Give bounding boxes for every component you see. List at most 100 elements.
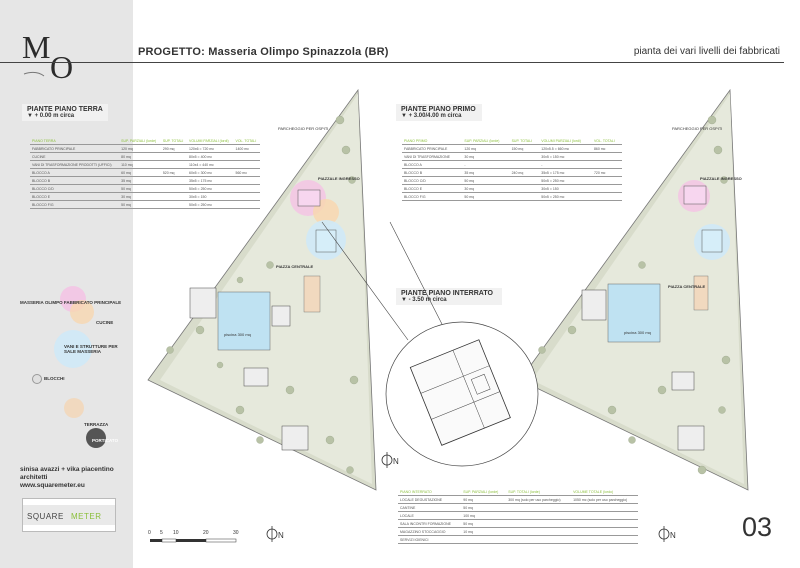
table-cell: 35x5 = 175 mc [187, 176, 234, 185]
table-cell [591, 176, 622, 185]
table-cell: 520 mq [160, 168, 187, 177]
table-cell: 100 mq [461, 511, 507, 520]
sidebar-divider [0, 62, 133, 63]
table-cell [506, 519, 572, 528]
table-cell: 120 mq [119, 144, 161, 153]
table-cell: 1050 mc (solo per uso parcheggio) [571, 495, 638, 504]
first-floor-site-plan [519, 88, 749, 491]
table-cell: 35x5 = 175 mc [539, 168, 592, 177]
table-cell [160, 200, 187, 209]
table-cell [233, 192, 260, 201]
table-cell: 30x5 = 150 mc [539, 152, 592, 161]
table-cell: 50 mq [461, 503, 507, 512]
table-cell: LOCALE DEGUSTAZIONE [398, 495, 462, 504]
table-cell [160, 152, 187, 161]
table-cell [571, 511, 638, 520]
table-cell: BLOCCO A [30, 168, 120, 177]
sidebar [0, 0, 133, 568]
table-cell: CANTINE [398, 503, 462, 512]
legend-label-blocks: BLOCCHI [44, 376, 65, 381]
table-cell: 290 mq [160, 144, 187, 153]
table-cell [506, 503, 572, 512]
table-cell: 50 mq [462, 192, 510, 201]
table-cell: BLOCCO A [402, 160, 463, 169]
table-cell: 50x5 = 250 mc [539, 176, 592, 185]
basement-title: PIANTE PIANO INTERRATO [401, 290, 493, 297]
table-cell: 50 mq [119, 200, 161, 209]
table-cell: 120x5.5 = 660 mc [539, 144, 592, 153]
table-cell: BLOCCO B [30, 176, 120, 185]
table-row: VANI DI TRASFORMAZIONE PRODOTTI (UFFICI)… [30, 160, 260, 169]
table-cell: 10 mq [461, 527, 507, 536]
table-cell: FABBRICATO PRINCIPALE [402, 144, 463, 153]
brand-part1: SQUARE [27, 512, 64, 521]
ground-label-parking: PARCHEGGIO PER OSPITI [278, 126, 329, 131]
table-cell: 80 mq [119, 152, 161, 161]
table-cell: 120 mq [462, 144, 510, 153]
table-cell [233, 176, 260, 185]
legend-swatch-kitchen [70, 300, 94, 324]
table-cell: 35 mq [462, 168, 510, 177]
table-cell: 240 mq [509, 168, 540, 177]
first-label-parking: PARCHEGGIO PER OSPITI [672, 126, 723, 131]
logo: M O [22, 29, 82, 85]
svg-text:N: N [670, 531, 676, 540]
table-cell [233, 184, 260, 193]
table-cell [509, 152, 540, 161]
table-cell [509, 160, 540, 169]
table-cell [591, 160, 622, 169]
table-header-cell: SUP. TOTALI (lorde) [506, 488, 572, 496]
scale-bar: 0 5 10 20 30 [148, 530, 248, 549]
page-number: 03 [741, 512, 772, 542]
table-header-cell: VOL. TOTALI [233, 137, 260, 145]
legend-swatch-halls [54, 330, 92, 368]
table-cell: 30 mq [119, 192, 161, 201]
svg-text:N: N [278, 531, 284, 540]
ground-floor-title: PIANTE PIANO TERRA [27, 106, 103, 113]
project-title: PROGETTO: Masseria Olimpo Spinazzola (BR… [138, 46, 389, 58]
scale-tick: 20 [203, 530, 209, 536]
svg-text:N: N [393, 457, 399, 466]
table-cell: - [539, 160, 592, 169]
scale-tick: 0 [148, 530, 151, 536]
table-header-cell: VOLUMI PARZIALI (lordi) [539, 137, 592, 145]
scale-tick: 5 [160, 530, 163, 536]
table-cell [509, 192, 540, 201]
table-header-cell: VOL. TOTALI [591, 137, 622, 145]
ground-label-entrance: PIAZZALE INGRESSO [318, 176, 360, 181]
legend-label-porch: PORTICATO [92, 438, 119, 443]
table-row: BLOCCO A-- [402, 160, 622, 169]
table-header-cell: PIANO INTERRATO [398, 488, 462, 496]
table-cell: 50x5 = 250 mc [187, 200, 234, 209]
credits: sinisa avazzi + vika piacentino architet… [20, 466, 114, 490]
table-cell: CUCINE [30, 152, 120, 161]
brand-mark [23, 505, 115, 525]
table-header-cell: SUP. PARZIALI (lorde) [119, 137, 161, 145]
table-cell [591, 192, 622, 201]
table-cell: 50 mq [461, 519, 507, 528]
table-cell: 30 mq [462, 184, 510, 193]
table-cell: MAGAZZINO STOCCAGGIO [398, 527, 462, 536]
table-cell [160, 184, 187, 193]
legend-label-halls: VANI E STRUTTURE PER SALE MASSERIA [64, 344, 118, 354]
table-cell: 560 mc [233, 168, 260, 177]
table-cell: 80x5 = 400 mc [187, 152, 234, 161]
svg-text:M: M [22, 30, 50, 65]
table-header-cell: PIANO PRIMO [402, 137, 463, 145]
table-cell: VANI DI TRASFORMAZIONE PRODOTTI (UFFICI) [30, 160, 120, 169]
table-cell [461, 535, 507, 544]
table-cell: BLOCCO B [402, 168, 463, 177]
table-header-cell: SUP. TOTALI [509, 137, 540, 145]
basement-connector-lines [321, 221, 447, 341]
table-cell: BLOCCO F/G [402, 192, 463, 201]
